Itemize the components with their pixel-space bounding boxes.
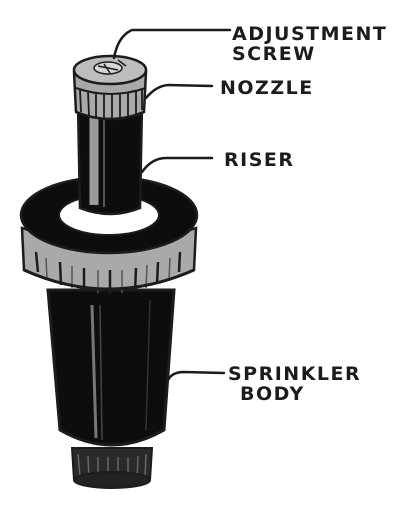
- leader-nozzle: [144, 83, 214, 100]
- label-sprinkler-body-line1: SPRINKLER: [228, 363, 362, 385]
- label-nozzle: NOZZLE: [220, 78, 314, 98]
- screw-icon: [72, 54, 148, 86]
- riser-icon: [76, 103, 144, 216]
- leader-lines: [112, 28, 232, 382]
- label-riser: RISER: [224, 150, 295, 170]
- label-adjustment-screw-line2: SCREW: [232, 43, 316, 65]
- leader-riser: [140, 156, 214, 174]
- sprinkler-body-icon: [46, 288, 176, 489]
- label-sprinkler-body-line2: BODY: [240, 383, 305, 405]
- nozzle-icon: [72, 70, 148, 121]
- leader-adjustment-screw: [112, 28, 232, 60]
- label-adjustment-screw: ADJUSTMENT SCREW: [232, 24, 387, 64]
- label-sprinkler-body: SPRINKLER BODY: [228, 364, 361, 404]
- label-riser-text: RISER: [224, 149, 295, 171]
- label-nozzle-text: NOZZLE: [220, 77, 314, 99]
- leader-sprinkler-body: [166, 370, 226, 382]
- label-adjustment-screw-line1: ADJUSTMENT: [232, 23, 388, 45]
